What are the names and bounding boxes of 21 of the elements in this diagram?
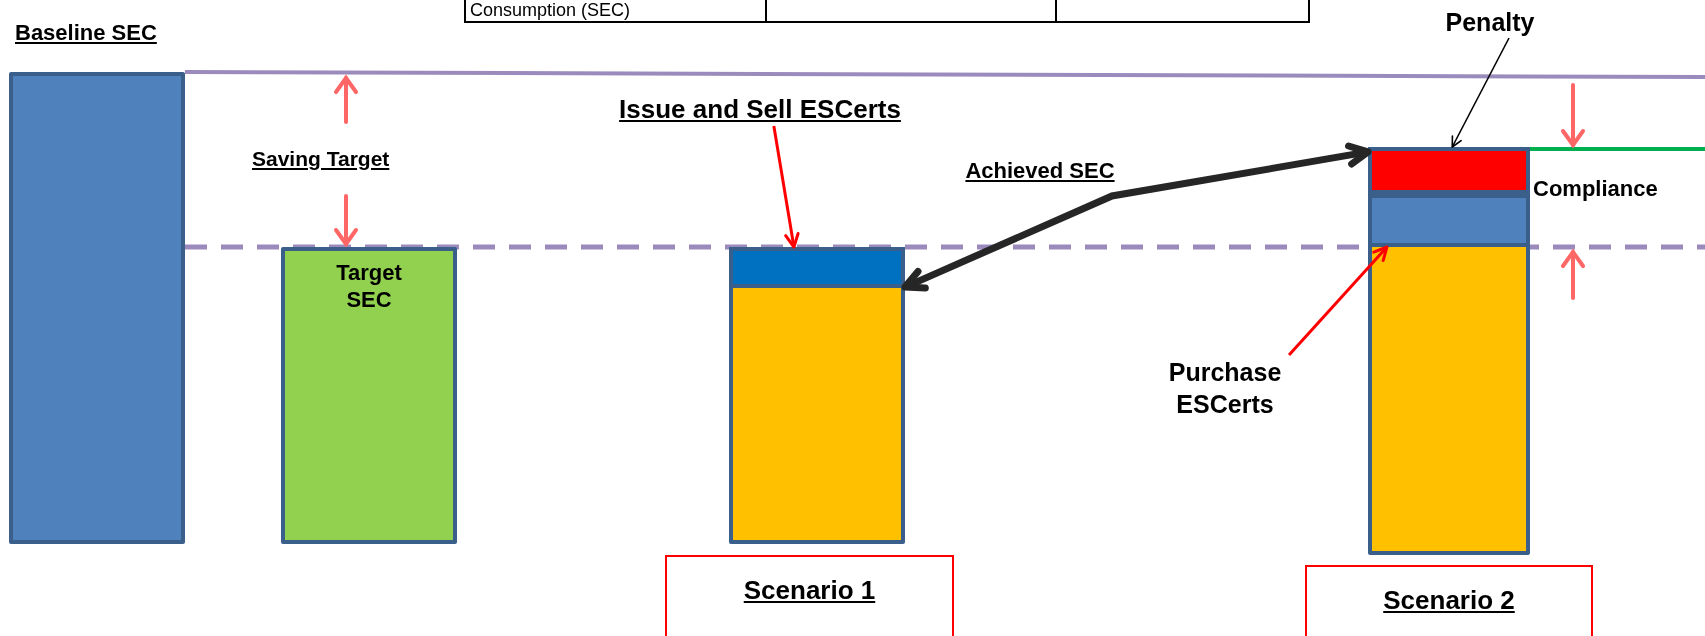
callout-label: Purchase ESCerts bbox=[1167, 357, 1283, 420]
callout-label: Penalty bbox=[1445, 7, 1535, 38]
bar-label: Baseline SEC bbox=[15, 20, 157, 46]
target-bar bbox=[281, 247, 457, 544]
table-cell: Consumption (SEC) bbox=[464, 0, 767, 23]
scenario-title: Scenario 1 bbox=[743, 575, 876, 605]
stacked-bar bbox=[729, 247, 905, 544]
arrow bbox=[901, 142, 1372, 292]
scenario-box bbox=[665, 555, 954, 636]
callout-label: Issue and Sell ESCerts bbox=[619, 94, 901, 124]
scenario-box bbox=[1305, 565, 1593, 636]
bar-label: Target SEC bbox=[335, 259, 403, 313]
dimension-label: Saving Target bbox=[252, 146, 390, 172]
scenario-title: Scenario 2 bbox=[1383, 585, 1515, 615]
arrow bbox=[772, 125, 800, 249]
bar-segment bbox=[729, 247, 905, 288]
bar-segment bbox=[1368, 147, 1530, 194]
stacked-bar bbox=[1368, 147, 1530, 555]
arrow bbox=[1451, 37, 1510, 148]
dimension-label: Compliance bbox=[1533, 176, 1658, 202]
arrow bbox=[1287, 245, 1389, 356]
